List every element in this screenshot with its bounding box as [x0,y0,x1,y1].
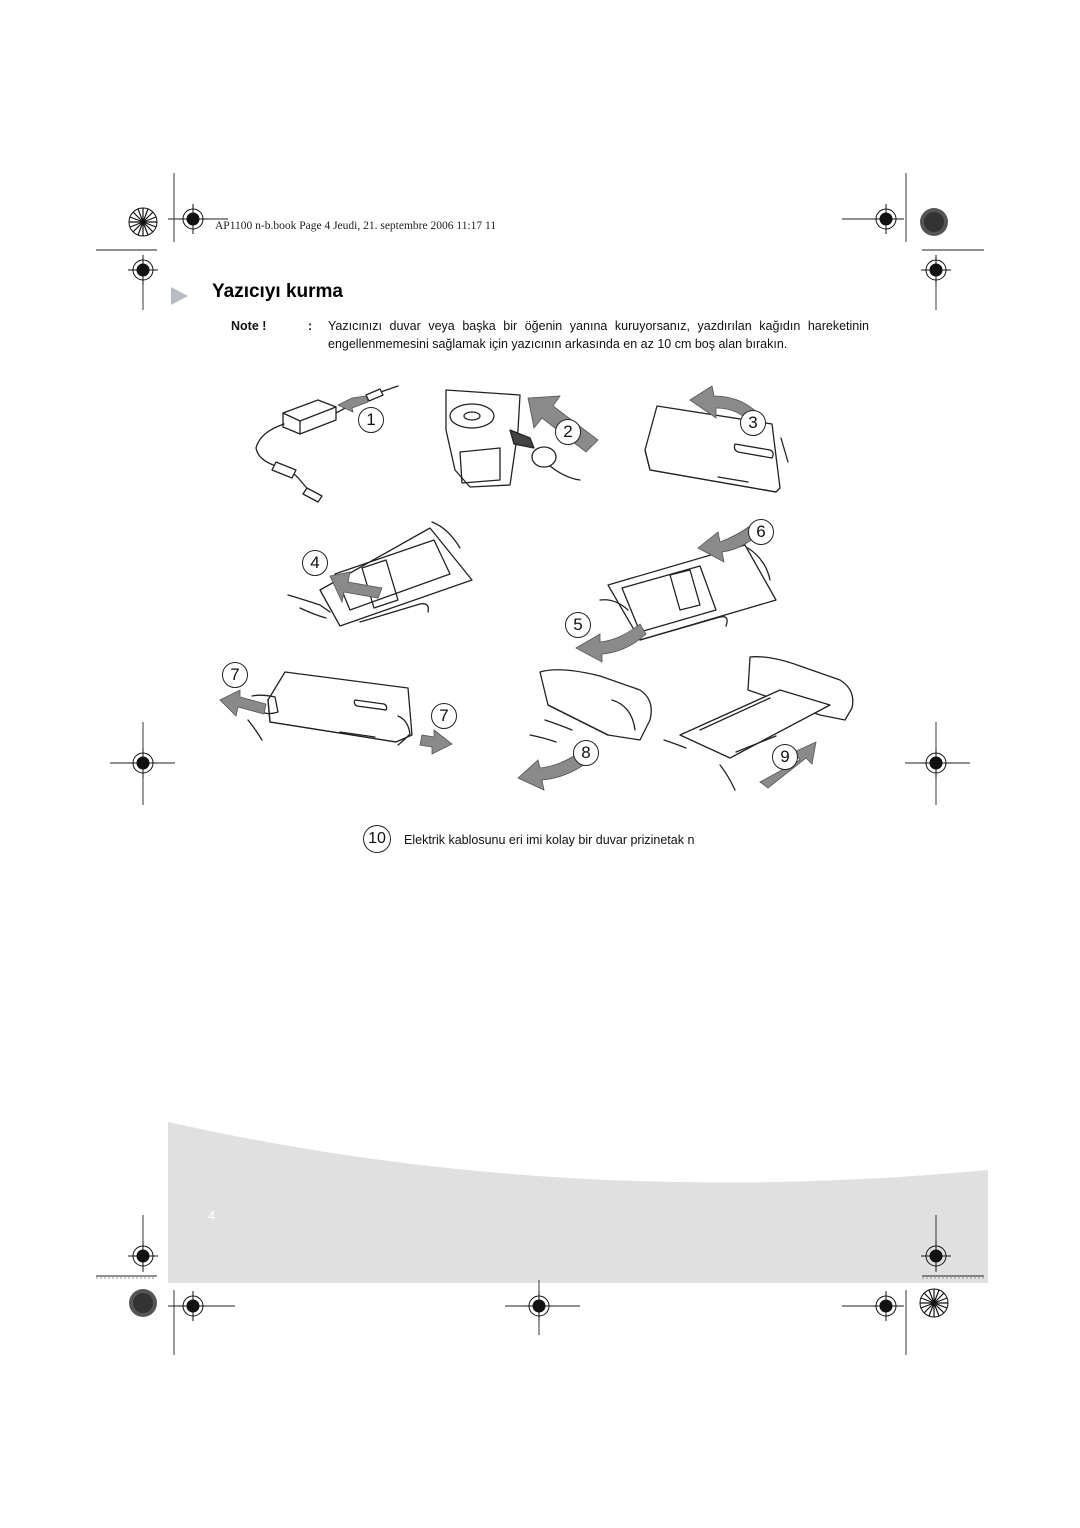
power-adapter-illustration [255,385,399,503]
step-badge-5: 5 [565,612,591,638]
footer-band [168,1122,988,1283]
step-badge-8: 8 [573,740,599,766]
step-badge-7b: 7 [431,703,457,729]
step-badge-9: 9 [772,744,798,770]
starburst-mark-bottom-right [919,1288,949,1318]
arrow-step4 [329,571,383,604]
step-badge-6: 6 [748,519,774,545]
step-badge-4: 4 [302,550,328,576]
printer-cassette-illustration [663,656,854,791]
page-number: 4 [208,1208,216,1223]
gray-dot-bottom-left [129,1289,157,1317]
movement-arrows [219,385,817,791]
step-badge-1: 1 [358,407,384,433]
title-arrow-icon [171,287,188,305]
note-colon: : [308,319,313,333]
step-10-text: Elektrik kablosunu eri imi kolay bir duv… [404,833,695,847]
registration-targets [128,204,951,1321]
arrow-step7-right [419,729,453,755]
step-badge-2: 2 [555,419,581,445]
note-text: Yazıcınızı duvar veya başka bir öğenin y… [328,319,869,351]
step-badge-3: 3 [740,410,766,436]
gray-dot-top-right [920,208,948,236]
printer-back-illustration [445,389,581,488]
paper-cover-illustration [599,544,777,641]
load-paper-illustration [287,521,473,627]
insert-cassette-illustration [529,669,652,743]
arrow-step9 [759,741,817,789]
note-label: Note ! [231,319,267,333]
arrow-step1 [337,395,369,413]
starburst-mark-top-left [128,207,158,237]
step-badge-7a: 7 [222,662,248,688]
step-badge-10: 10 [363,825,391,853]
arrow-step5 [575,623,647,663]
cassette-hands-illustration [247,671,413,746]
arrow-step7-left [219,689,267,717]
book-info-header: AP1100 n-b.book Page 4 Jeudi, 21. septem… [215,220,497,232]
paper-cassette-illustration [644,405,789,493]
section-title: Yazıcıyı kurma [212,281,343,302]
